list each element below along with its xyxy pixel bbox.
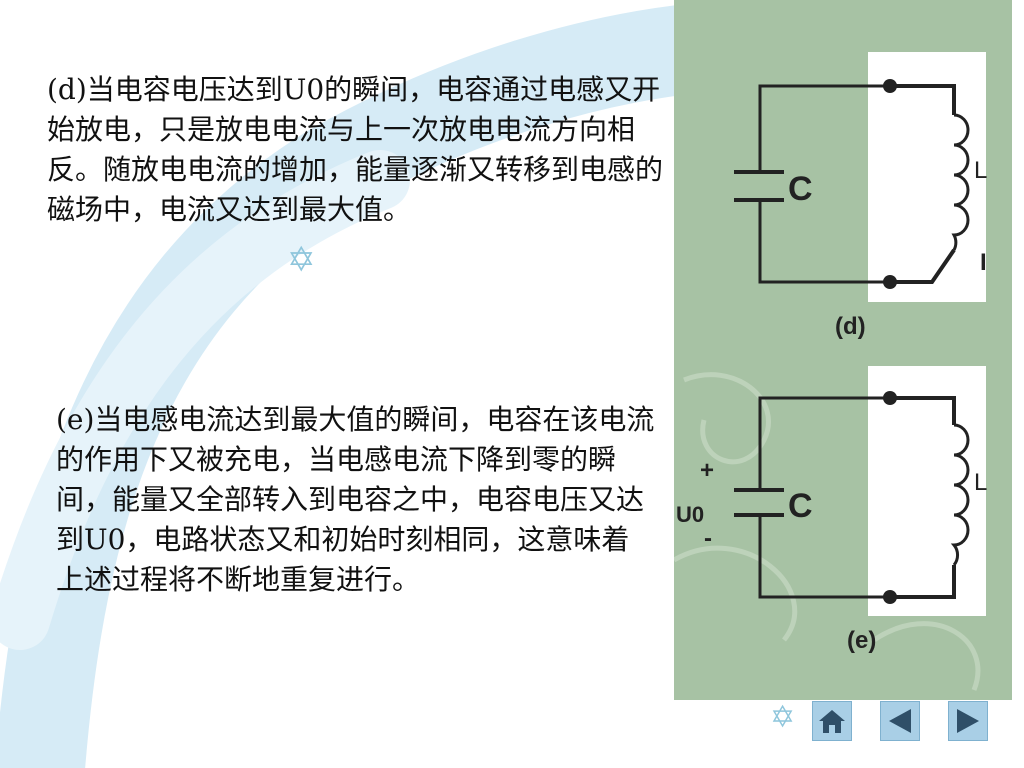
triangle-left-icon [889, 709, 911, 733]
home-icon [819, 710, 845, 733]
circuit-wire [890, 248, 956, 284]
star-decoration-icon: ✡ [287, 240, 316, 280]
inductor-label: L [974, 469, 987, 496]
triangle-right-icon [957, 709, 979, 733]
inductor-coil [951, 113, 970, 251]
circuit-wire [890, 565, 956, 599]
minus-sign: - [704, 525, 712, 552]
circuit-wire [758, 396, 890, 490]
figure-panel: C L I (d) C + U0 - L (e) [674, 0, 1012, 700]
voltage-label: U0 [676, 502, 704, 527]
capacitor-label: C [788, 487, 813, 525]
plus-sign: + [700, 457, 714, 484]
swoosh-band [0, 150, 410, 650]
terminal-node [883, 79, 897, 93]
figure-caption-d: (d) [835, 313, 866, 340]
current-label: I [980, 249, 987, 276]
home-button[interactable] [812, 701, 852, 741]
inductor-coil [950, 423, 970, 566]
terminal-node [883, 275, 897, 289]
circuit-diagram-d: C L I (d) [734, 52, 987, 340]
circuit-wire [890, 84, 956, 115]
paragraph-d: (d)当电容电压达到U0的瞬间，电容通过电感又开始放电，只是放电电流与上一次放电… [47, 73, 664, 226]
circuit-wire [758, 515, 890, 599]
circuit-wire [758, 200, 890, 284]
panel-decoration [674, 372, 981, 691]
circuit-wire [890, 396, 956, 425]
next-slide-button[interactable] [948, 701, 988, 741]
inductor-label: L [974, 157, 987, 184]
figure-caption-e: (e) [847, 627, 876, 654]
figure-backdrop [868, 52, 986, 302]
terminal-node [883, 391, 897, 405]
circuit-diagram-e: C + U0 - L (e) [676, 366, 987, 654]
capacitor-label: C [788, 170, 813, 208]
previous-slide-button[interactable] [880, 701, 920, 741]
terminal-node [883, 590, 897, 604]
circuit-wire [758, 84, 890, 172]
star-decoration-icon: ✡ [770, 700, 796, 735]
paragraph-e: (e)当电感电流达到最大值的瞬间，电容在该电流的作用下又被充电，当电感电流下降到… [56, 403, 655, 596]
